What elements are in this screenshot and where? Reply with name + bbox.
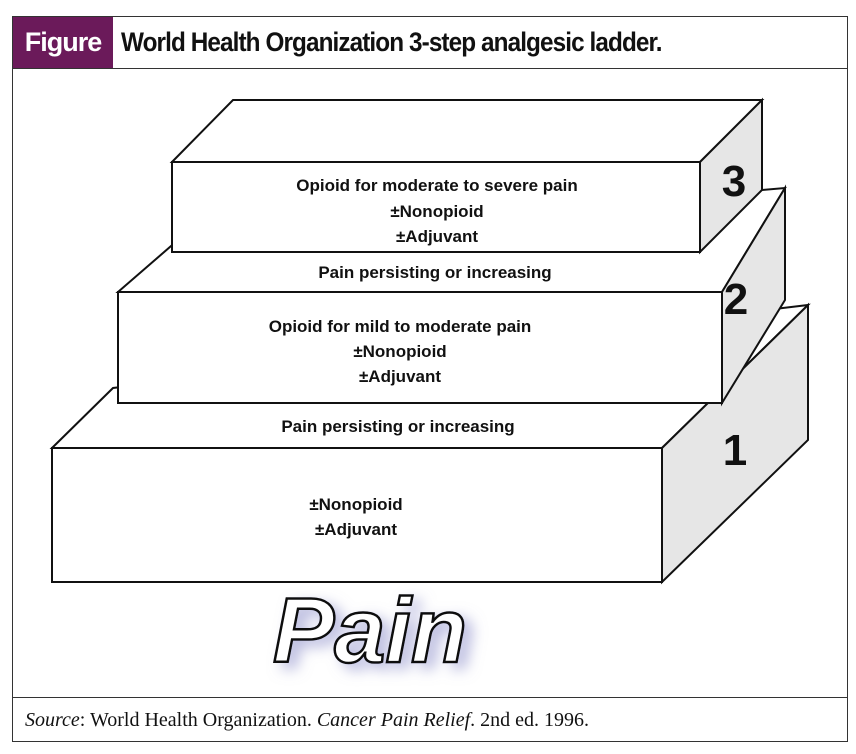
transition-2-3: Pain persisting or increasing [318,263,551,282]
step-3-number: 3 [722,157,746,206]
step-2-number: 2 [724,275,748,324]
step-3-line-2: ±Nonopioid [390,202,483,221]
source-edition: . 2nd ed. 1996. [470,709,590,731]
step-3-block [169,97,765,255]
step-2-line-1: Opioid for mild to moderate pain [269,317,532,336]
step-2-front [117,291,723,404]
step-2-line-3: ±Adjuvant [359,367,441,386]
step-3-line-3: ±Adjuvant [396,227,478,246]
figure-tag: Figure [13,17,113,68]
step-1-front [51,447,663,583]
figure-header: Figure World Health Organization 3-step … [13,17,847,69]
step-2-line-2: ±Nonopioid [353,342,446,361]
step-3-top [169,99,765,163]
step-3-front [171,161,701,253]
source-text: : World Health Organization. [79,709,317,731]
source-work: Cancer Pain Relief [316,709,471,731]
source-citation: Source: World Health Organization. Cance… [13,697,847,743]
step-1-line-2: ±Adjuvant [315,520,397,539]
figure-title: World Health Organization 3-step analges… [121,27,662,57]
step-1-number: 1 [723,426,747,475]
source-label: Source [25,709,80,731]
figure-frame: Figure World Health Organization 3-step … [12,16,848,742]
step-3-line-1: Opioid for moderate to severe pain [296,176,578,195]
step-1-line-1: ±Nonopioid [309,495,402,514]
transition-1-2: Pain persisting or increasing [281,417,514,436]
pain-label: Pain [273,580,467,682]
